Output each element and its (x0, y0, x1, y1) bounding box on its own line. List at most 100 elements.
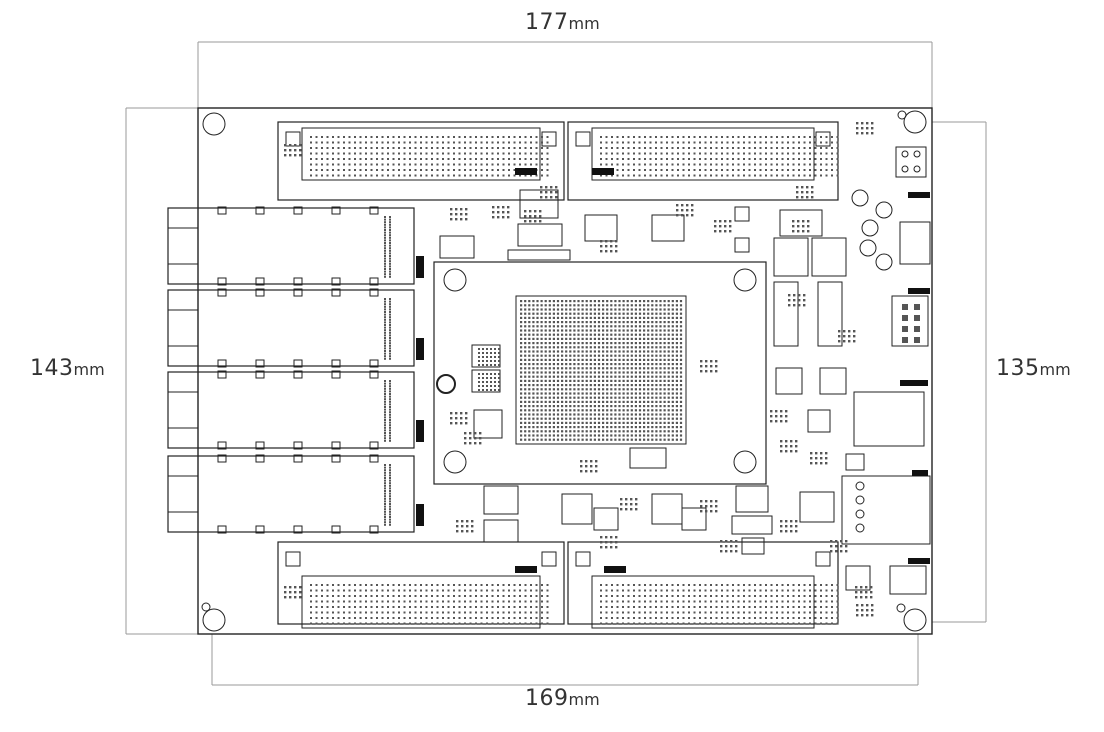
fmc-connector-top-left-pin-field (301, 127, 541, 181)
component-pads (830, 540, 848, 553)
connector-icon (517, 223, 563, 247)
rj45-pin (855, 523, 865, 533)
sfp-tab (255, 525, 265, 534)
pj-pin (901, 150, 909, 158)
chip-lower-mid3 (741, 537, 765, 555)
fmc-connector-bottom-right-pin-field (591, 575, 815, 629)
sfp-tab (331, 370, 341, 379)
label-strip (912, 470, 928, 476)
sfp-tab (293, 288, 303, 297)
fmc-connector-top-left-latch (541, 131, 557, 147)
button-right-2 (819, 367, 847, 395)
fmc-connector-top-right-pin-field (591, 127, 815, 181)
chip-bottom-left-2 (483, 519, 519, 543)
sfp-tab (217, 359, 227, 368)
component-pads (700, 360, 718, 373)
pj-pin (901, 165, 909, 173)
mounting-hole-icon (903, 608, 927, 632)
regulator-top (519, 189, 559, 219)
fmc-connector-top-right-pins (600, 136, 839, 177)
component-pads (855, 586, 873, 599)
sfp-tab (293, 370, 303, 379)
chip-near-fpga (629, 447, 667, 469)
sfp-tab (217, 441, 227, 450)
component-pads (464, 432, 482, 445)
chip-lower-mid (735, 485, 769, 513)
sfp-tab (293, 441, 303, 450)
component-pads (580, 460, 598, 473)
connector-right-1 (773, 237, 809, 277)
fmc-connector-bottom-right-pins (600, 584, 839, 625)
mounting-hole-icon (443, 268, 467, 292)
fmc-connector-bottom-right-latch (575, 551, 591, 567)
sfp-label (416, 420, 424, 442)
sfp-cage-pins (384, 216, 391, 278)
fmc-connector-top-right-latch (815, 131, 831, 147)
connector-label-bl (515, 566, 537, 573)
dimension-left-value: 143 (30, 356, 74, 381)
pj-pin (913, 165, 921, 173)
fmc-connector-top-left (277, 121, 565, 201)
component-pads (620, 498, 638, 511)
sfp-tab (331, 525, 341, 534)
sfp-tab (331, 441, 341, 450)
component-pads (856, 122, 874, 135)
mounting-hole-icon (202, 112, 226, 136)
component-pads (450, 412, 468, 425)
dimension-top: 177mm (525, 10, 600, 35)
connector-label-br (604, 566, 626, 573)
dimension-right-value: 135 (996, 356, 1040, 381)
sfp-tab (331, 206, 341, 215)
sfp-tab (255, 277, 265, 286)
sfp-tab (369, 525, 379, 534)
label-strip (900, 380, 928, 386)
sfp-tab (255, 288, 265, 297)
sfp-label (416, 256, 424, 278)
sfp-tab (369, 441, 379, 450)
sfp-tab (369, 454, 379, 463)
sfp-tab (369, 206, 379, 215)
power-module-top (439, 235, 475, 259)
component-pads (284, 586, 302, 599)
sfp-tab (255, 206, 265, 215)
sfp-tab (331, 288, 341, 297)
jtag-header-icon (891, 295, 929, 347)
fmc-connector-bottom-left-latch (541, 551, 557, 567)
fmc-connector-top-left-latch (285, 131, 301, 147)
bga-chip-icon (515, 295, 687, 445)
sfp-cage-icon (167, 455, 415, 533)
sfp-tab (255, 441, 265, 450)
dimension-bottom-unit: mm (568, 690, 600, 709)
fmc-connector-bottom-left-pin-field (301, 575, 541, 629)
power-jack-icon (895, 146, 927, 178)
label-strip (908, 192, 930, 198)
label-strip (908, 288, 930, 294)
component-pads (456, 520, 474, 533)
fmc-connector-bottom-right-latch (815, 551, 831, 567)
component-pads (676, 204, 694, 217)
component-pads (780, 440, 798, 453)
chip-right-lower (799, 491, 835, 523)
power-module-bottom (561, 493, 593, 525)
sfp-tab (217, 288, 227, 297)
dimension-left-unit: mm (73, 360, 105, 379)
component-pads (770, 410, 788, 423)
rj45-pin (855, 495, 865, 505)
mounting-hole-icon (202, 608, 226, 632)
dimension-bottom-value: 169 (525, 686, 569, 711)
sfp-cage-pins (384, 298, 391, 360)
sfp-tab (369, 288, 379, 297)
standoff-icon (861, 219, 879, 237)
sfp-tab (331, 454, 341, 463)
button-top-2 (734, 237, 750, 253)
standoff-icon (875, 253, 893, 271)
dimension-top-value: 177 (525, 10, 569, 35)
component-pads (450, 208, 468, 221)
sfp-tab (217, 454, 227, 463)
chip-bottom-left (483, 485, 519, 515)
component-pads (492, 206, 510, 219)
fmc-connector-bottom-right (567, 541, 839, 625)
component-pads (714, 220, 732, 233)
dimension-right-unit: mm (1039, 360, 1071, 379)
